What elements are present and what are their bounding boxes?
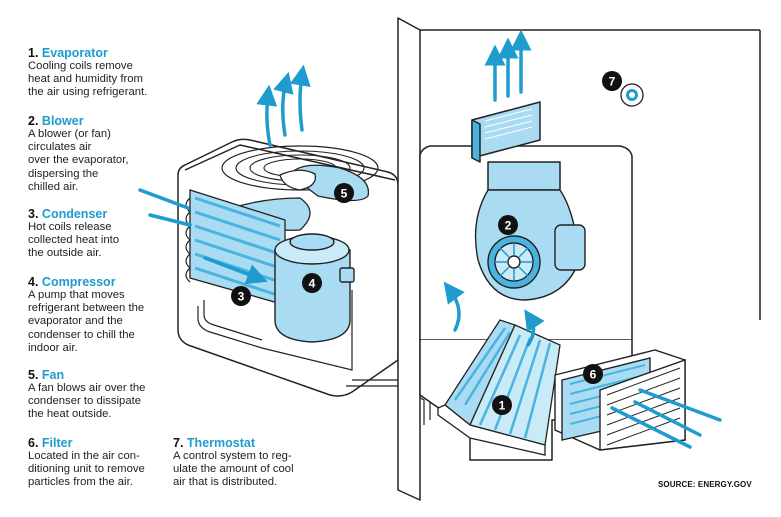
marker-evaporator: 1	[492, 395, 512, 415]
marker-compressor: 4	[302, 273, 322, 293]
legend-desc-line: dispersing the	[28, 167, 99, 180]
legend-desc-line: indoor air.	[28, 341, 78, 354]
legend-desc-line: A pump that moves	[28, 289, 125, 301]
legend-name: Compressor	[41, 275, 116, 289]
legend-item-fan: 5. Fan A fan blows air over the condense…	[28, 368, 178, 422]
legend-item-evaporator: 1. Evaporator Cooling coils remove heat …	[28, 46, 178, 100]
legend-title: 5. Fan	[28, 368, 178, 382]
legend-number: 7.	[173, 436, 184, 450]
marker-label: 1	[499, 399, 506, 413]
legend-description: A blower (or fan) circulates air over th…	[28, 128, 158, 194]
legend-desc-line: A blower (or fan)	[28, 128, 111, 140]
marker-label: 2	[505, 219, 512, 233]
legend-desc-line: A control system to reg-	[173, 450, 292, 462]
legend-number: 2.	[28, 114, 39, 128]
legend-desc-line: chilled air.	[28, 180, 79, 193]
legend-desc-line: the air using refrigerant.	[28, 86, 148, 99]
legend-number: 1.	[28, 46, 39, 60]
legend-desc-line: condenser to dissipate	[28, 395, 142, 408]
blower	[474, 189, 586, 301]
legend-name: Thermostat	[186, 436, 255, 450]
legend-desc-line: condenser to chill the	[28, 328, 135, 341]
legend-item-compressor: 4. Compressor A pump that moves refriger…	[28, 275, 178, 355]
legend-item-blower: 2. Blower A blower (or fan) circulates a…	[28, 114, 158, 194]
marker-condenser: 3	[231, 286, 251, 306]
legend-description: Hot coils release collected heat into th…	[28, 221, 158, 261]
legend-desc-line: A fan blows air over the	[28, 382, 146, 394]
evaporator-coil	[437, 319, 561, 456]
legend-description: A pump that moves refrigerant between th…	[28, 289, 178, 355]
legend-description: A fan blows air over the condenser to di…	[28, 382, 178, 422]
legend-desc-line: ditioning unit to remove	[28, 463, 145, 476]
legend-number: 6.	[28, 436, 39, 450]
legend-title: 2. Blower	[28, 114, 158, 128]
legend-name: Condenser	[41, 207, 108, 221]
legend-item-condenser: 3. Condenser Hot coils release collected…	[28, 207, 158, 261]
legend-name: Fan	[41, 368, 65, 382]
legend-name: Filter	[41, 436, 73, 450]
legend-description: Cooling coils remove heat and humidity f…	[28, 60, 178, 100]
legend-desc-line: refrigerant between the	[28, 302, 145, 315]
legend-desc-line: evaporator and the	[28, 315, 123, 328]
legend-item-thermostat: 7. Thermostat A control system to reg- u…	[173, 436, 323, 490]
legend-desc-line: the heat outside.	[28, 408, 112, 421]
legend-description: Located in the air con- ditioning unit t…	[28, 450, 178, 490]
legend-title: 6. Filter	[28, 436, 178, 450]
source-credit: SOURCE: ENERGY.GOV	[658, 480, 752, 489]
marker-filter: 6	[583, 364, 603, 384]
legend-desc-line: over the evaporator,	[28, 154, 129, 167]
legend-number: 4.	[28, 275, 39, 289]
marker-label: 6	[590, 368, 597, 382]
legend-desc-line: particles from the air.	[28, 476, 133, 489]
marker-thermostat: 7	[602, 71, 622, 91]
airflow-arrows	[138, 29, 722, 449]
legend-desc-line: air that is distributed.	[173, 476, 278, 489]
legend-item-filter: 6. Filter Located in the air con- dition…	[28, 436, 178, 490]
thermostat	[620, 83, 644, 107]
legend-desc-line: collected heat into	[28, 234, 120, 247]
legend-number: 5.	[28, 368, 39, 382]
legend-desc-line: Cooling coils remove	[28, 60, 133, 72]
legend-title: 7. Thermostat	[173, 436, 323, 450]
legend-title: 1. Evaporator	[28, 46, 178, 60]
marker-label: 7	[609, 75, 616, 89]
marker-label: 4	[309, 277, 316, 291]
marker-label: 3	[238, 290, 245, 304]
legend-desc-line: Hot coils release	[28, 221, 112, 233]
compressor	[274, 233, 355, 343]
legend-name: Blower	[41, 114, 84, 128]
legend-desc-line: circulates air	[28, 141, 92, 154]
marker-blower: 2	[498, 215, 518, 235]
legend-number: 3.	[28, 207, 39, 221]
legend-desc-line: ulate the amount of cool	[173, 463, 294, 476]
legend-title: 3. Condenser	[28, 207, 158, 221]
legend-desc-line: the outside air.	[28, 247, 102, 260]
legend-desc-line: Located in the air con-	[28, 450, 140, 462]
legend-title: 4. Compressor	[28, 275, 178, 289]
marker-fan: 5	[334, 183, 354, 203]
legend-name: Evaporator	[41, 46, 108, 60]
marker-label: 5	[341, 187, 348, 201]
legend-desc-line: heat and humidity from	[28, 73, 143, 86]
legend-description: A control system to reg- ulate the amoun…	[173, 450, 323, 490]
